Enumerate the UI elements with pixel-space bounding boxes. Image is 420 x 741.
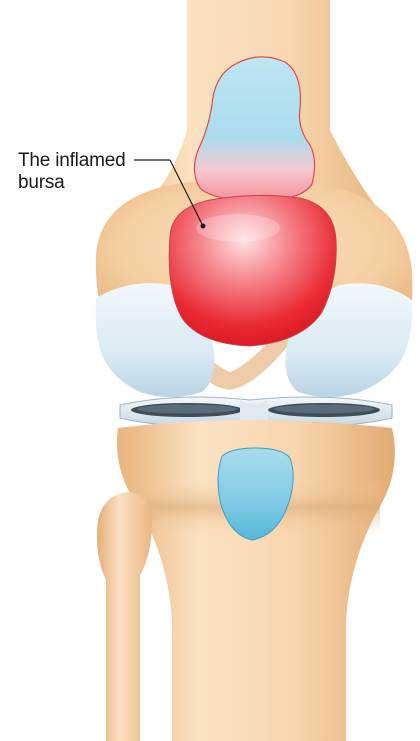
callout-label-line1: The inflamed xyxy=(18,150,125,172)
callout-label-line2: bursa xyxy=(18,172,125,194)
bursa-callout-label: The inflamed bursa xyxy=(18,150,125,194)
inflamed-bursa xyxy=(169,195,336,346)
fibula xyxy=(97,492,152,741)
